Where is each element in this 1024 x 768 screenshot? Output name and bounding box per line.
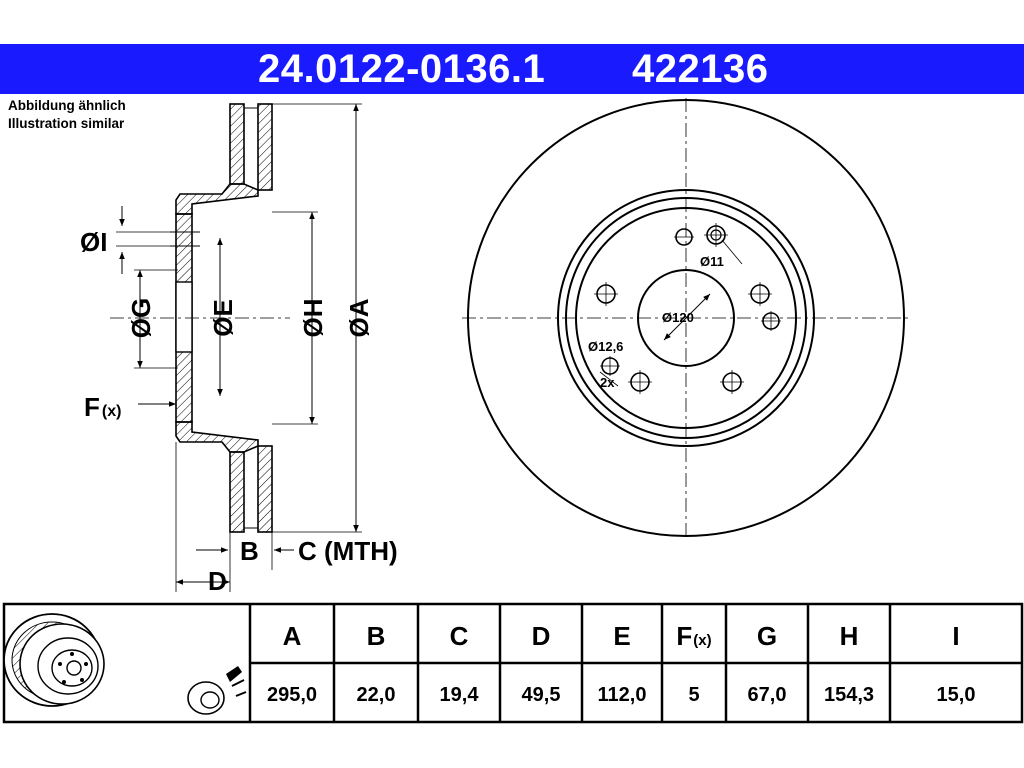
part-number: 24.0122-0136.1: [258, 47, 546, 91]
locating-hole: [761, 311, 781, 331]
value-i: 15,0: [937, 684, 976, 706]
label-c: C (MTH): [298, 536, 398, 566]
header-h: H: [840, 621, 859, 651]
label-d11: Ø11: [700, 254, 724, 269]
note-line-english: Illustration similar: [8, 116, 125, 131]
label-d: D: [208, 566, 227, 596]
side-view: ØI ØG ØE ØH ØA F(x) B C (MTH) D: [80, 103, 398, 596]
reference-number: 422136: [632, 47, 769, 91]
hat-section-top: [175, 183, 259, 215]
inner-friction-ring-top: [257, 103, 273, 191]
wheel-bolt-icon: [187, 666, 247, 715]
label-f: F(x): [84, 392, 121, 422]
note-line-german: Abbildung ähnlich: [8, 98, 126, 113]
locating-hole: [674, 228, 694, 246]
header-f: F(x): [676, 621, 711, 651]
header-b: B: [367, 621, 386, 651]
illustration-note: Abbildung ähnlich Illustration similar: [8, 97, 126, 133]
header-d: D: [532, 621, 551, 651]
bolt-hole: [594, 282, 618, 306]
front-view: Ø11 Ø120 Ø12,6 2x: [462, 98, 908, 538]
spec-table: A B C D E F(x) G H I 295,0 22,0 19,4 49,…: [2, 602, 1024, 724]
disc-outer-edge: [467, 99, 905, 537]
centre-bore-gap: [175, 281, 193, 353]
hat-inner-edge: [575, 207, 797, 429]
centre-bore: [637, 269, 735, 367]
value-a: 295,0: [267, 684, 317, 706]
value-c: 19,4: [440, 684, 480, 706]
value-f: 5: [688, 684, 699, 706]
label-diameter-i: ØI: [80, 227, 107, 257]
header-f-sub: (x): [693, 632, 711, 649]
label-f-sub: (x): [102, 403, 122, 420]
label-b: B: [240, 536, 259, 566]
label-2x: 2x: [600, 375, 615, 390]
header-e: E: [613, 621, 630, 651]
brake-disc-thumbnail: [3, 613, 105, 707]
label-d120: Ø120: [662, 310, 694, 325]
bolt-hole: [628, 370, 652, 394]
bolt-hole: [704, 223, 728, 247]
header-f-main: F: [676, 621, 692, 651]
friction-ring-inner-edge: [557, 189, 815, 447]
header-i: I: [952, 621, 959, 651]
value-b: 22,0: [357, 684, 396, 706]
locating-hole: [600, 356, 620, 376]
outer-friction-ring-top: [229, 103, 245, 185]
label-f-main: F: [84, 392, 100, 422]
hat-outer-edge: [565, 197, 807, 439]
hat-section-bottom: [175, 421, 259, 453]
header-g: G: [757, 621, 777, 651]
outer-friction-ring-bottom: [229, 451, 245, 533]
header-c: C: [450, 621, 469, 651]
inner-friction-ring-bottom: [257, 445, 273, 533]
label-diameter-g: ØG: [126, 298, 156, 338]
label-diameter-e: ØE: [208, 299, 238, 337]
bolt-hole: [720, 370, 744, 394]
label-diameter-a: ØA: [344, 298, 374, 337]
header-a: A: [283, 621, 302, 651]
label-d126: Ø12,6: [588, 339, 623, 354]
value-d: 49,5: [522, 684, 561, 706]
value-g: 67,0: [748, 684, 787, 706]
title-bar: 24.0122-0136.1 422136: [0, 44, 1024, 94]
value-e: 112,0: [598, 684, 647, 706]
label-diameter-h: ØH: [298, 299, 328, 338]
value-h: 154,3: [824, 684, 874, 706]
bolt-hole: [748, 282, 772, 306]
